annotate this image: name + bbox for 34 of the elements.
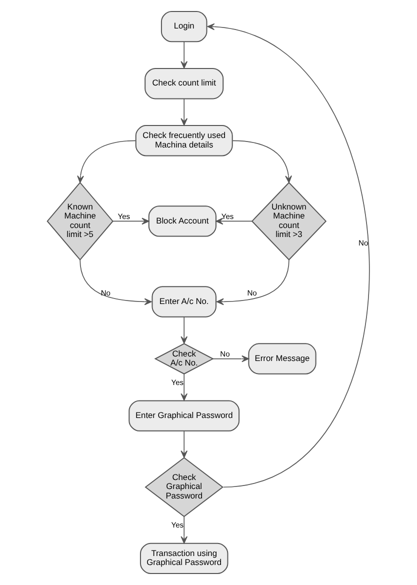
- arrow: [180, 42, 188, 69]
- arrow: [77, 140, 136, 184]
- edge-label: Yes: [118, 212, 130, 221]
- edge-label: No: [220, 349, 230, 358]
- arrow: [232, 140, 292, 184]
- arrow: [180, 374, 188, 401]
- edge-label: No: [100, 288, 110, 298]
- node-diamond: Unknown Machine count limit >3: [251, 182, 327, 260]
- arrow: [216, 218, 252, 225]
- node-box: Block Account: [148, 206, 216, 237]
- node-box: Check frecuently used Machina details: [135, 125, 233, 156]
- node-box: Transaction using Graphical Password: [140, 542, 228, 574]
- arrow: [80, 259, 152, 306]
- edge-label: No: [247, 288, 257, 298]
- arrow: [180, 516, 188, 544]
- edge-label: No: [358, 238, 368, 248]
- node-box: Check count limit: [144, 68, 224, 100]
- arrow: [180, 316, 188, 344]
- arrow: [112, 218, 150, 225]
- node-box: Enter A/c No.: [152, 286, 216, 318]
- arrow: [212, 355, 250, 362]
- node-diamond: Check A/c No.: [154, 343, 214, 374]
- arrow: [180, 98, 188, 126]
- edge-label: Yes: [221, 212, 234, 221]
- arrow: [207, 23, 370, 488]
- edge-label: Yes: [171, 378, 184, 388]
- node-box: Login: [160, 10, 208, 42]
- edge-label: Yes: [171, 520, 184, 530]
- node-diamond: Known Machine count limit >5: [46, 182, 114, 261]
- node-box: Enter Graphical Password: [128, 400, 240, 432]
- arrow: [216, 259, 290, 306]
- node-box: Error Message: [248, 343, 316, 374]
- arrow: [180, 430, 188, 458]
- node-diamond: Check Graphical Password: [144, 457, 224, 518]
